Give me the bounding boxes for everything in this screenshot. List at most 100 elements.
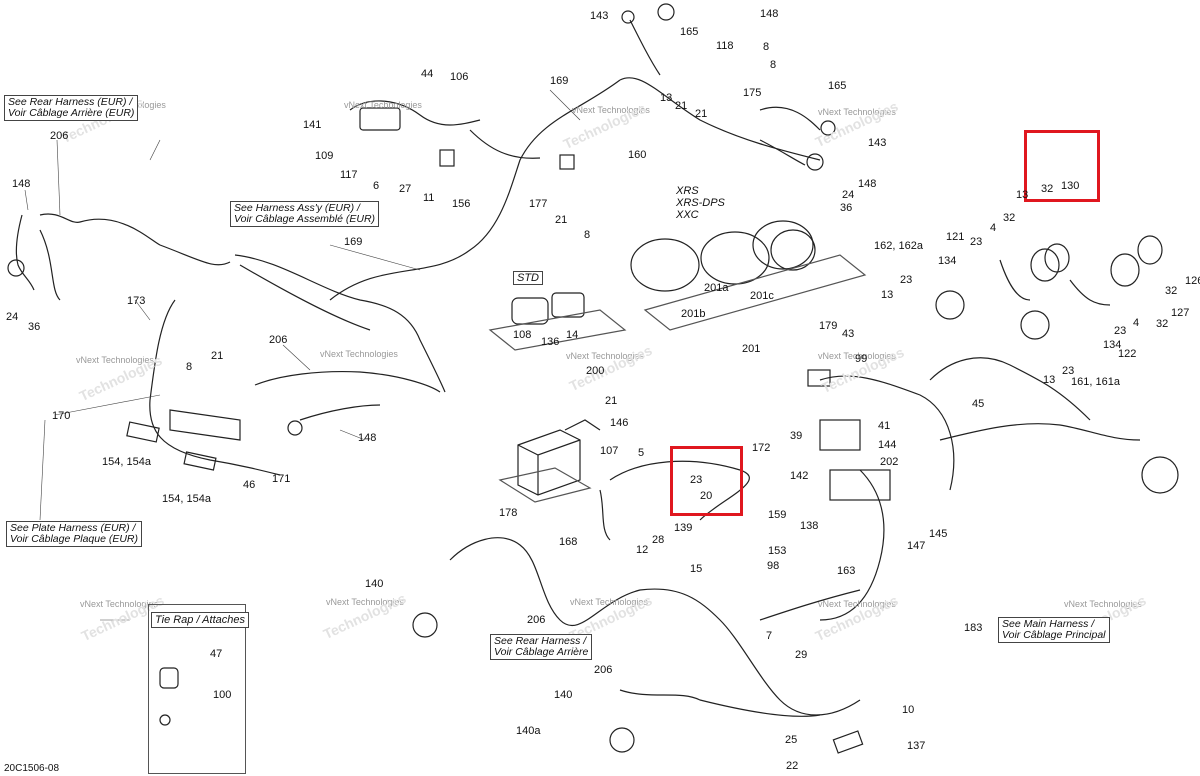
callout: 11 [423,192,435,204]
callout: 173 [127,295,146,307]
callout: 13 [1043,374,1056,386]
watermark: vNext Technologies [76,355,154,365]
note-rear-harness-eur: See Rear Harness (EUR) /Voir Câblage Arr… [4,95,139,121]
callout: 206 [527,614,546,626]
watermark: vNext Technologies [344,100,422,110]
callout: 24 [842,189,855,201]
callout: 201 [742,343,761,355]
callout: 147 [907,540,926,552]
callout: 201c [750,290,774,302]
callout: 29 [795,649,808,661]
note-rear-harness: See Rear Harness /Voir Câblage Arrière [490,634,593,660]
watermark: vNext Technologies [566,351,644,361]
callout: 200 [586,365,605,377]
callout: 6 [373,180,380,192]
callout: 175 [743,87,762,99]
callout: 206 [50,130,69,142]
callout: 138 [800,520,819,532]
callout: 43 [842,328,855,340]
callout: 140 [365,578,384,590]
callout: 153 [768,545,787,557]
callout: 100 [213,689,232,701]
tie-rap-box [148,604,246,774]
callout: 24 [6,311,19,323]
callout: 201b [681,308,706,320]
callout: 183 [964,622,983,634]
watermark: vNext Technologies [818,107,896,117]
callout: 21 [555,214,568,226]
callout: 148 [858,178,877,190]
callout: 201a [704,282,729,294]
callout: 122 [1118,348,1137,360]
callout: 21 [211,350,224,362]
callout: 10 [902,704,915,716]
watermark: vNext Technologies [572,105,650,115]
callout: 32 [1003,212,1016,224]
variant-std-label: STD [513,271,543,285]
callout: 121 [946,231,965,243]
callout: 144 [878,439,897,451]
callout: 21 [695,108,708,120]
callout: 159 [768,509,787,521]
callout: 99 [855,353,868,365]
callout: 148 [358,432,377,444]
callout: 8 [770,59,777,71]
callout: 118 [716,40,734,52]
callout: 162, 162a [874,240,923,252]
callout: 109 [315,150,334,162]
callout: 165 [828,80,847,92]
callout: 178 [499,507,518,519]
callout: 7 [766,630,773,642]
watermark: vNext Technologies [320,349,398,359]
callout: 146 [610,417,629,429]
watermark: vNext Technologies [1064,599,1142,609]
callout: 107 [600,445,619,457]
highlight-box-23-20 [670,446,743,516]
callout: 13 [660,92,673,104]
callout: 142 [790,470,809,482]
callout: 13 [1016,189,1029,201]
callout: 8 [584,229,591,241]
callout: 32 [1156,318,1169,330]
callout: 168 [559,536,578,548]
callout: 139 [674,522,693,534]
callout: 4 [1133,317,1140,329]
callout: 22 [786,760,799,772]
callout: 134 [938,255,957,267]
callout: 15 [690,563,703,575]
callout: 106 [450,71,469,83]
watermark: vNext Technologies [570,597,648,607]
callout: 36 [840,202,853,214]
callout: 117 [340,169,358,181]
callout: 143 [868,137,887,149]
callout: 98 [767,560,780,572]
callout: 143 [590,10,609,22]
callout: 169 [550,75,569,87]
callout: 163 [837,565,856,577]
callout: 156 [452,198,471,210]
callout: 134 [1103,339,1122,351]
callout: 45 [972,398,985,410]
callout: 141 [303,119,322,131]
callout: 148 [760,8,779,20]
callout: 28 [652,534,665,546]
callout: 160 [628,149,647,161]
callout: 170 [52,410,71,422]
callout: 148 [12,178,31,190]
watermark: vNext Technologies [80,599,158,609]
note-harness-assy-eur: See Harness Ass'y (EUR) /Voir Câblage As… [230,201,380,227]
callout: 179 [819,320,838,332]
callout: 21 [675,100,688,112]
callout: 27 [399,183,412,195]
callout: 171 [272,473,291,485]
callout: 154, 154a [162,493,211,505]
callout: 23 [1062,365,1075,377]
callout: 4 [990,222,997,234]
callout: 12 [636,544,649,556]
callout: 140 [554,689,573,701]
callout: 44 [421,68,434,80]
watermark: vNext Technologies [818,599,896,609]
callout: 39 [790,430,803,442]
